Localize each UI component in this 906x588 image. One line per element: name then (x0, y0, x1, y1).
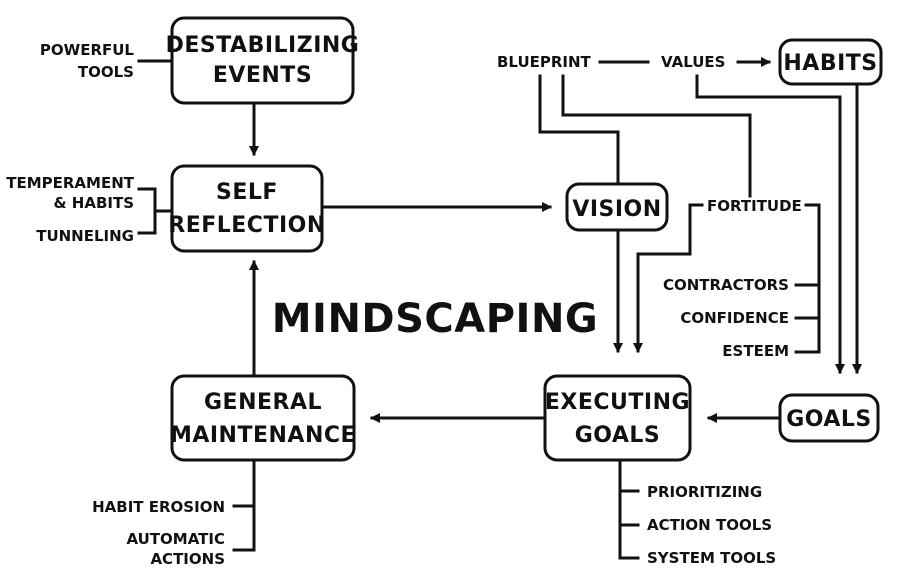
label-system-tools: SYSTEM TOOLS (647, 549, 776, 567)
label-blueprint: BLUEPRINT (497, 53, 592, 71)
label-values: VALUES (661, 53, 725, 71)
executing-goals-line-2: GOALS (575, 423, 661, 448)
self-reflection-line-1: SELF (216, 180, 278, 205)
destabilizing-line-2: EVENTS (213, 63, 312, 88)
general-maintenance-line-2: MAINTENANCE (170, 423, 356, 448)
label-action-tools: ACTION TOOLS (647, 516, 772, 534)
vision-label: VISION (572, 197, 661, 222)
label-esteem: ESTEEM (722, 342, 789, 360)
node-destabilizing-events: DESTABILIZING EVENTS (166, 16, 360, 105)
label-contractors: CONTRACTORS (663, 276, 789, 294)
node-habits: HABITS (778, 38, 883, 86)
label-tools: TOOLS (78, 63, 134, 81)
label-habit-erosion: HABIT EROSION (92, 498, 225, 516)
label-actions: ACTIONS (150, 550, 225, 568)
label-prioritizing: PRIORITIZING (647, 483, 762, 501)
habits-label: HABITS (783, 51, 877, 76)
label-confidence: CONFIDENCE (680, 309, 789, 327)
label-automatic: AUTOMATIC (126, 530, 225, 548)
general-maintenance-line-1: GENERAL (204, 390, 322, 415)
arrow-fortitude-to-executing-goals (633, 203, 704, 353)
bracket-maintenance-items (232, 458, 256, 552)
label-temperament: TEMPERAMENT (6, 174, 135, 192)
node-general-maintenance: GENERAL MAINTENANCE (170, 374, 356, 462)
destabilizing-line-1: DESTABILIZING (166, 33, 360, 58)
label-fortitude: FORTITUDE (707, 197, 802, 215)
connector-blueprint-fortitude (561, 74, 752, 198)
executing-goals-line-1: EXECUTING (545, 390, 690, 415)
node-executing-goals: EXECUTING GOALS (543, 374, 692, 462)
bracket-executing-tools (618, 458, 640, 560)
connector-blueprint-vision (538, 74, 620, 185)
bracket-temperament-tunneling (137, 187, 174, 235)
diagram-title: MINDSCAPING (272, 296, 599, 342)
node-self-reflection: SELF REFLECTION (168, 164, 326, 253)
label-powerful: POWERFUL (40, 41, 135, 59)
label-and-habits: & HABITS (53, 194, 134, 212)
label-tunneling: TUNNELING (36, 227, 134, 245)
goals-label: GOALS (786, 407, 872, 432)
node-vision: VISION (565, 182, 669, 232)
node-goals: GOALS (778, 393, 880, 443)
arrow-values-to-goals (695, 74, 845, 374)
self-reflection-line-2: REFLECTION (168, 213, 326, 238)
bracket-fortitude-components (794, 203, 821, 354)
